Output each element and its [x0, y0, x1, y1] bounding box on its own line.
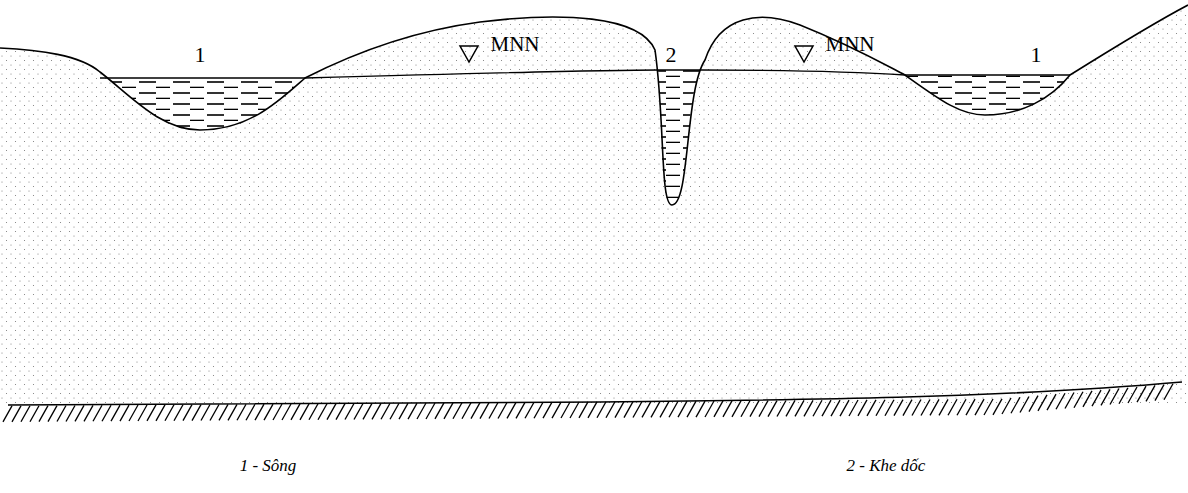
ground — [0, 5, 1188, 405]
water-level-symbol — [460, 46, 478, 62]
callout-number: 1 — [1031, 44, 1042, 66]
impermeable-boundary — [8, 382, 1182, 405]
water-level-label: MNN — [490, 34, 539, 55]
water-level-symbol — [795, 46, 813, 62]
callout-number: 2 — [666, 44, 677, 66]
legend-note: 2 - Khe dốc — [847, 457, 926, 474]
terrain-surface — [0, 5, 1188, 205]
callout-number: 1 — [195, 44, 206, 66]
legend-note: 1 - Sông — [240, 457, 297, 474]
water-table — [100, 70, 1070, 78]
hatching — [3, 384, 1173, 422]
water-level-label: MNN — [825, 34, 874, 55]
